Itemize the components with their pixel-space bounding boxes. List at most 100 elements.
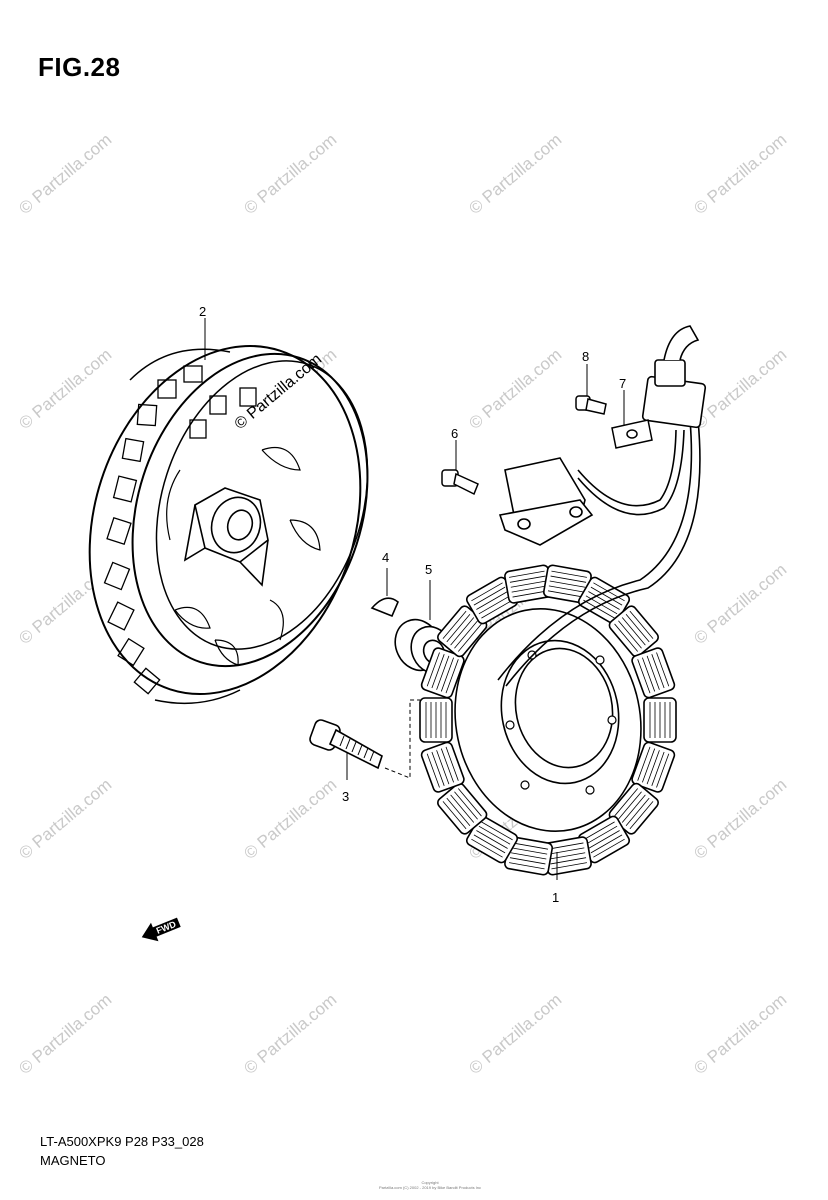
callout-6: 6 xyxy=(451,426,458,441)
callout-1: 1 xyxy=(552,890,559,905)
coil-winding xyxy=(481,599,513,619)
watermark-text: © Partzilla.com xyxy=(465,130,565,218)
watermark-text: © Partzilla.com xyxy=(15,990,115,1078)
key-drawing xyxy=(370,597,399,618)
coil-winding xyxy=(548,585,585,593)
figure-title: FIG.28 xyxy=(38,52,121,82)
coil-winding xyxy=(509,575,546,583)
wire-harness-drawing xyxy=(497,325,707,687)
watermark-text: © Partzilla.com xyxy=(240,775,340,863)
coil-winding xyxy=(551,570,587,578)
coil-winding xyxy=(625,797,650,826)
coil-winding xyxy=(471,582,503,602)
fwd-label: FWD xyxy=(155,919,178,936)
coil-winding xyxy=(629,610,654,639)
rotor-bolt-drawing xyxy=(309,719,383,770)
coil-winding xyxy=(511,847,548,855)
coil-winding xyxy=(642,657,656,692)
coil-winding xyxy=(651,654,665,689)
coil-winding xyxy=(656,753,670,788)
watermark-text: © Partzilla.com xyxy=(690,130,790,218)
coil-winding xyxy=(426,652,440,687)
watermark-text: © Partzilla.com xyxy=(15,345,115,433)
coil-winding xyxy=(588,830,620,849)
callout-2: 2 xyxy=(199,304,206,319)
coil-winding xyxy=(625,614,650,643)
coil-winding xyxy=(481,821,513,841)
bolt-alignment-line xyxy=(384,699,420,779)
coil-winding xyxy=(642,748,656,783)
pickup-coil-drawing xyxy=(498,457,594,546)
coil-winding xyxy=(440,748,454,783)
wire-clamp-drawing xyxy=(611,419,653,449)
coil-winding xyxy=(445,659,459,694)
coil-winding xyxy=(593,582,625,602)
watermark-text: © Partzilla.com xyxy=(240,130,340,218)
model-code: LT-A500XPK9 P28 P33_028 xyxy=(40,1134,204,1149)
coil-winding xyxy=(450,794,475,823)
watermark-text: © Partzilla.com xyxy=(15,130,115,218)
coil-winding xyxy=(442,801,467,830)
copyright-notice: Copyright Partzilla.com (C) 2002 - 2019 … xyxy=(360,1180,500,1190)
coil-winding xyxy=(547,590,584,598)
coil-winding xyxy=(478,595,511,615)
clamp-screw-drawing xyxy=(575,395,607,415)
watermark-text: © Partzilla.com xyxy=(690,990,790,1078)
coil-winding xyxy=(651,751,665,786)
coil-winding xyxy=(646,655,660,690)
coil-winding xyxy=(436,655,450,690)
coil-winding xyxy=(471,838,503,858)
coil-winding xyxy=(478,825,511,845)
coil-winding xyxy=(550,857,587,865)
coil-winding xyxy=(426,753,440,788)
coil-winding xyxy=(637,746,651,781)
coil-winding xyxy=(583,599,615,619)
coil-winding xyxy=(450,617,475,646)
coil-winding xyxy=(549,580,586,588)
coil-winding xyxy=(614,788,639,817)
coil-winding xyxy=(445,746,459,781)
coil-winding xyxy=(621,617,646,646)
coil-winding xyxy=(512,590,549,598)
watermark-text: © Partzilla.com xyxy=(240,990,340,1078)
coil-winding xyxy=(618,791,642,820)
rotor-drawing xyxy=(88,345,369,705)
coil-winding xyxy=(510,852,547,860)
coil-winding xyxy=(509,857,546,865)
coil-winding xyxy=(548,847,585,855)
coil-winding xyxy=(457,788,482,817)
stator-drawing xyxy=(419,564,677,876)
coil-winding xyxy=(509,570,545,578)
coil-winding xyxy=(436,750,450,785)
section-name: MAGNETO xyxy=(40,1153,106,1168)
callout-3: 3 xyxy=(342,789,349,804)
coil-winding xyxy=(590,834,623,854)
coil-winding xyxy=(621,794,646,823)
coil-winding xyxy=(509,862,545,870)
copyright-line-2: Partzilla.com (C) 2002 - 2019 by Bike Ba… xyxy=(378,1185,482,1190)
callout-8: 8 xyxy=(582,349,589,364)
coil-winding xyxy=(431,654,445,689)
callout-4: 4 xyxy=(382,550,389,565)
coil-winding xyxy=(457,623,482,652)
coil-winding xyxy=(549,852,586,860)
coil-winding xyxy=(446,614,471,643)
watermark-text: © Partzilla.com xyxy=(690,560,790,648)
watermark-text: © Partzilla.com xyxy=(465,990,565,1078)
coil-winding xyxy=(550,575,587,583)
coil-winding xyxy=(629,801,654,830)
copyright-line-1: Copyright xyxy=(421,1180,439,1185)
pickup-coil-screw-drawing xyxy=(441,469,479,496)
coil-winding xyxy=(547,842,584,850)
watermark-text: © Partzilla.com xyxy=(690,775,790,863)
fwd-arrow-icon: FWD xyxy=(141,917,181,942)
coil-winding xyxy=(454,791,478,820)
coil-winding xyxy=(511,585,548,593)
coil-winding xyxy=(512,842,549,850)
coil-winding xyxy=(476,591,508,610)
coil-winding xyxy=(440,657,454,692)
coil-winding xyxy=(446,797,471,826)
callout-5: 5 xyxy=(425,562,432,577)
coil-winding xyxy=(637,659,651,694)
coil-winding xyxy=(473,834,506,854)
